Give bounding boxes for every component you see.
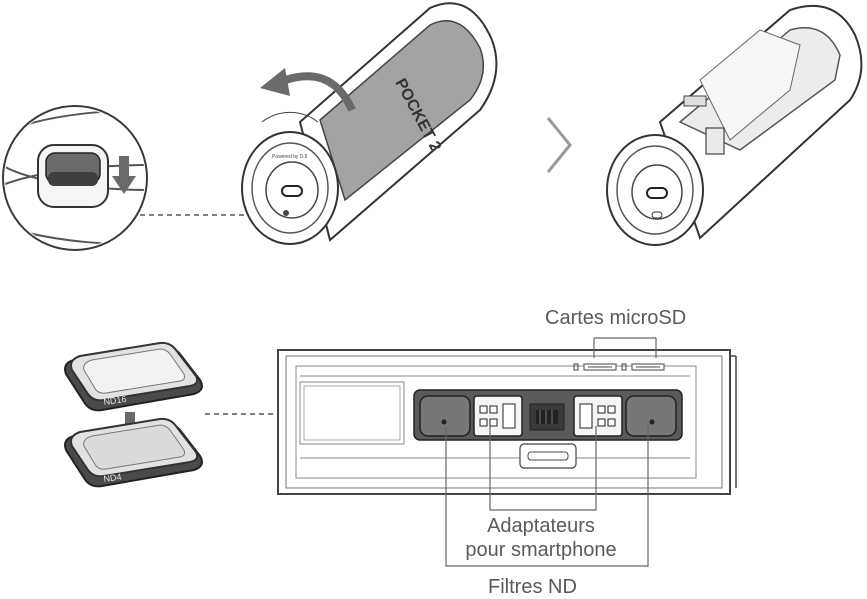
phone-adapter-right (573, 395, 623, 437)
nd-filter-slot-left (419, 395, 471, 437)
label-nd-filters: Filtres ND (488, 576, 577, 598)
port-text: Powered by DJI (272, 154, 307, 160)
label-microsd-cards: Cartes microSD (545, 307, 687, 329)
latch-zoom-detail (2, 105, 148, 251)
nd-filter-top: ND16 (64, 341, 203, 412)
rotate-arrow-icon (260, 68, 356, 112)
label-phone-adapters-line1: Adaptateurs (487, 515, 595, 537)
filter-label-top: ND16 (103, 394, 127, 407)
microsd-slot-2 (621, 363, 665, 371)
label-phone-adapters: Adaptateurs pour smartphone (456, 514, 626, 562)
case-tray-topview (277, 349, 737, 495)
filter-label-bottom: ND4 (103, 472, 122, 484)
usb-c-port-icon-2 (646, 187, 668, 199)
microsd-slot-1 (573, 363, 617, 371)
label-phone-adapters-line2: pour smartphone (465, 539, 617, 561)
case-closed: POCKET 2 Powered by DJI (241, 2, 498, 245)
arrow-down-icon (112, 156, 136, 194)
usb-c-port-icon (281, 185, 303, 197)
nd-filter-bottom: ND4 (64, 417, 203, 488)
chevron-right-icon (546, 117, 572, 173)
nd-filter-slot-right (625, 395, 677, 437)
callout-lines (445, 337, 657, 567)
phone-adapter-left (473, 395, 523, 437)
case-open (606, 4, 863, 246)
